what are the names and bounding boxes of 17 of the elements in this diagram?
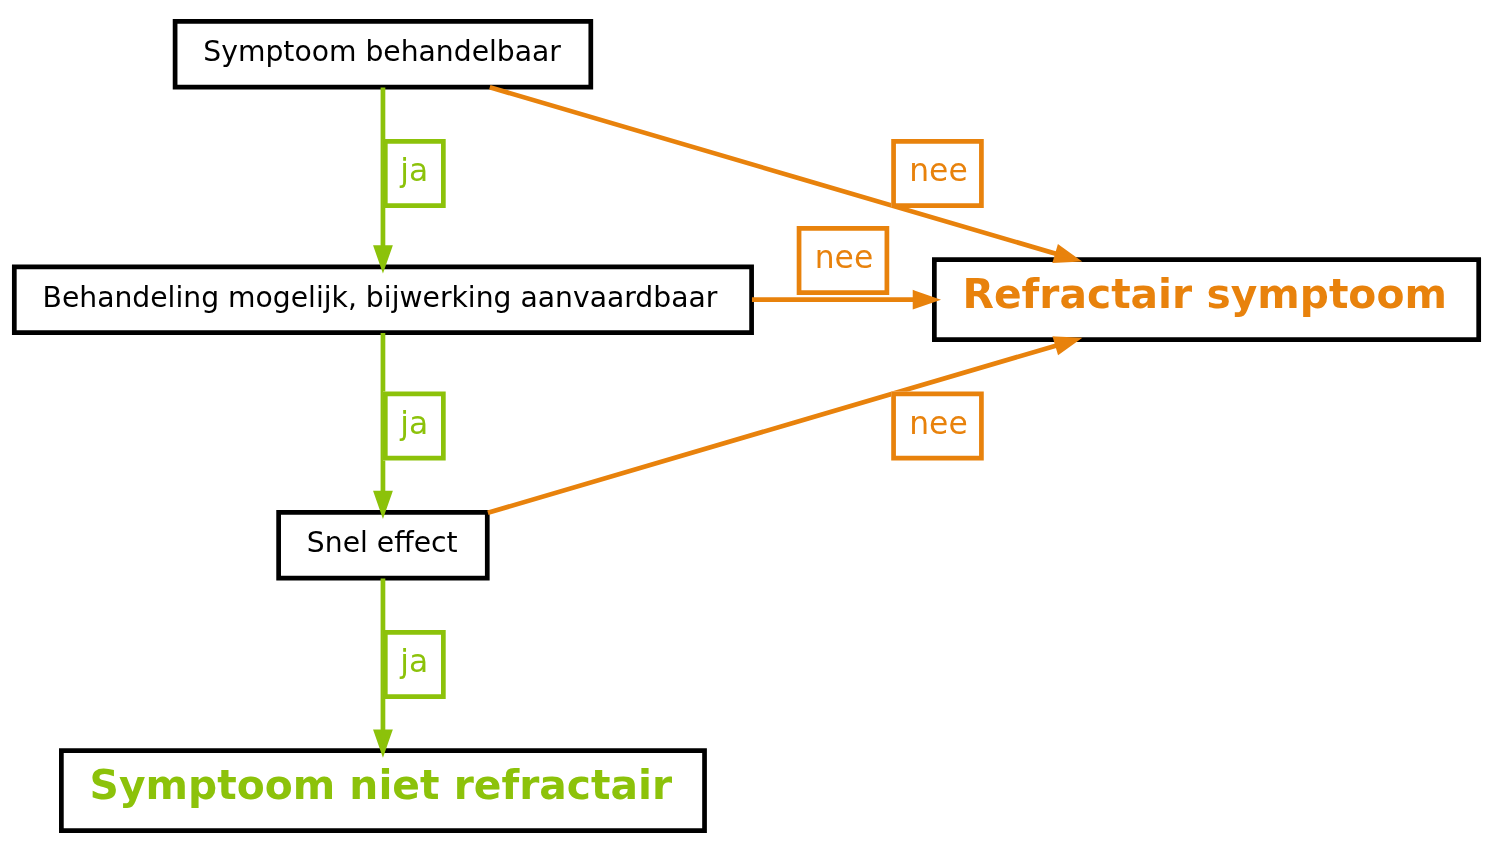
arrow [489, 84, 1083, 263]
arrow [751, 289, 942, 310]
arrow [487, 335, 1083, 515]
edge-label: nee [909, 404, 968, 441]
node-box: Snel effect [276, 509, 490, 580]
node-box: Symptoom behandelbaar [172, 18, 594, 89]
edge-label: ja [400, 151, 429, 188]
node-box: Symptoom niet refractair [59, 747, 707, 833]
edge-label: nee [814, 238, 874, 275]
edge-label: nee [909, 151, 968, 188]
edge-label: ja [400, 404, 429, 441]
edge-label: ja [400, 642, 429, 679]
node-box: Behandeling mogelijk, bijwerking aanvaardbaar [11, 263, 754, 335]
arrow [373, 332, 393, 519]
arrow [373, 578, 393, 758]
node-box: Refractair symptoom [932, 256, 1482, 342]
arrow [373, 86, 393, 274]
